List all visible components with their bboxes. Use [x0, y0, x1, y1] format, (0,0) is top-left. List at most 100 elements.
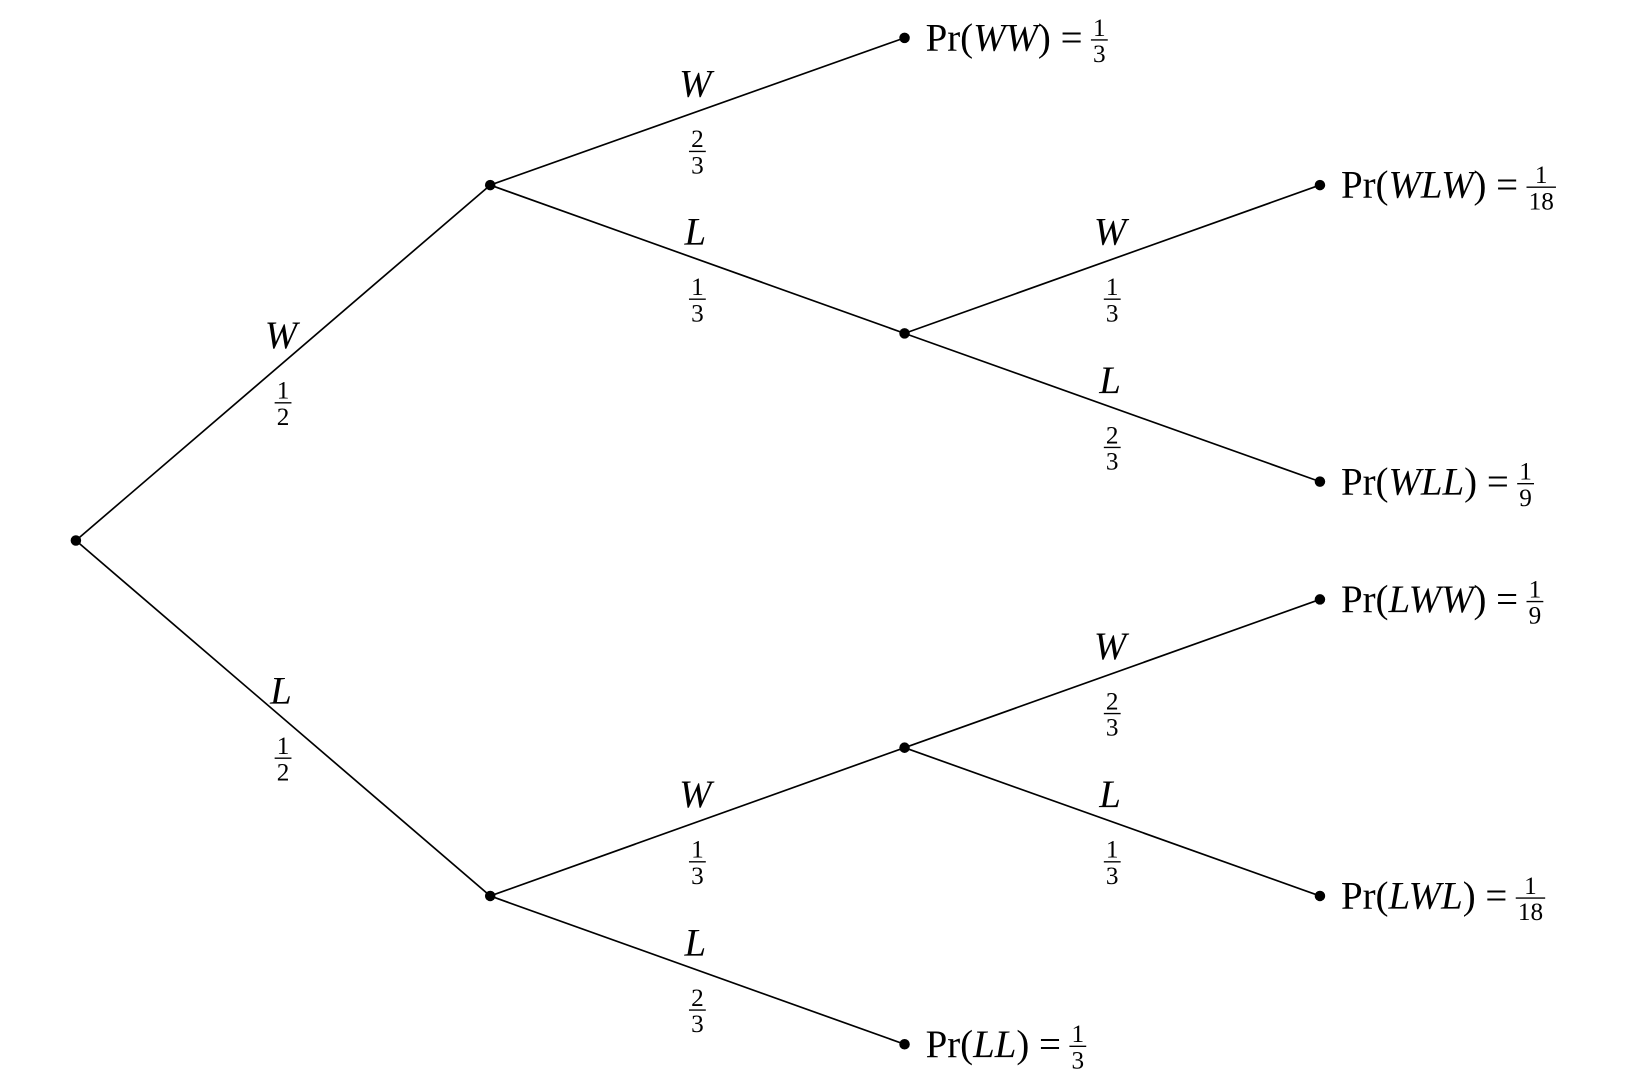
- edge-outcome-label: W: [679, 63, 715, 106]
- edge-root-W: [75, 184, 491, 542]
- edge-outcome-label: L: [269, 670, 292, 713]
- edge-root-L: [75, 539, 491, 897]
- outcome-sequence: LWL: [1387, 875, 1462, 918]
- outcome-sequence: WLW: [1388, 164, 1477, 207]
- edge-outcome-label: L: [1098, 359, 1121, 402]
- outcome-prefix: Pr(: [1341, 164, 1389, 207]
- fraction-numerator: 1: [1529, 576, 1542, 603]
- edge-L-LL: [489, 895, 905, 1046]
- node-LW: [899, 742, 910, 753]
- edge-outcome-label: W: [679, 773, 715, 816]
- fraction-denominator: 3: [691, 1011, 704, 1038]
- tree-edges: [75, 37, 1321, 1046]
- outcome-LWL: Pr(LWL) =: [1341, 875, 1507, 918]
- node-LWL: [1314, 890, 1326, 902]
- node-WLL: [1314, 476, 1326, 487]
- outcome-sequence: LL: [972, 1023, 1016, 1066]
- outcome-WW: Pr(WW) =: [926, 16, 1083, 59]
- edge-probability: 12: [274, 733, 292, 786]
- edge-outcome-label: W: [265, 314, 301, 357]
- fraction-numerator: 1: [1535, 162, 1548, 189]
- outcome-suffix: ) =: [1473, 578, 1518, 621]
- edge-probability: 23: [1103, 422, 1121, 476]
- fraction-denominator: 3: [691, 863, 704, 890]
- outcome-prefix: Pr(: [926, 16, 974, 59]
- fraction-denominator: 3: [1072, 1047, 1085, 1074]
- edge-probability: 23: [688, 985, 706, 1038]
- tree-nodes: [70, 32, 1326, 1050]
- fraction-numerator: 2: [691, 126, 704, 153]
- edge-outcome-label: L: [1098, 773, 1121, 816]
- node-WW: [899, 32, 910, 44]
- edge-WL-WLL: [904, 332, 1321, 483]
- outcome-probability: 118: [1515, 873, 1546, 926]
- fraction-numerator: 1: [1519, 459, 1532, 486]
- outcome-suffix: ) =: [1463, 875, 1508, 918]
- fraction-numerator: 2: [691, 985, 704, 1012]
- fraction-numerator: 1: [277, 733, 290, 760]
- fraction-denominator: 3: [1106, 449, 1119, 476]
- outcome-probability: 19: [1526, 576, 1544, 630]
- node-L: [484, 890, 496, 902]
- outcome-suffix: ) =: [1038, 16, 1083, 59]
- fraction-denominator: 3: [1106, 300, 1119, 327]
- fraction-denominator: 3: [691, 153, 704, 180]
- edge-probability: 13: [1103, 837, 1121, 890]
- outcome-prefix: Pr(: [1341, 460, 1389, 503]
- fraction-numerator: 1: [691, 274, 704, 301]
- outcome-WLW: Pr(WLW) =: [1341, 164, 1518, 207]
- outcome-suffix: ) =: [1016, 1023, 1061, 1066]
- edge-W-WL: [489, 184, 905, 335]
- outcome-LL: Pr(LL) =: [926, 1023, 1061, 1066]
- edge-L-LW: [489, 746, 905, 897]
- outcome-sequence: LWW: [1387, 578, 1477, 621]
- fraction-denominator: 2: [277, 759, 290, 786]
- edge-probability: 13: [1103, 274, 1121, 327]
- edge-WL-WLW: [904, 184, 1321, 335]
- fraction-numerator: 1: [277, 378, 290, 405]
- outcome-WLL: Pr(WLL) =: [1341, 460, 1509, 503]
- fraction-numerator: 1: [1524, 873, 1537, 900]
- fraction-denominator: 9: [1519, 485, 1532, 512]
- node-root: [70, 535, 82, 546]
- edge-LW-LWW: [904, 598, 1321, 749]
- edge-probability: 12: [274, 378, 292, 431]
- fraction-denominator: 3: [691, 300, 704, 327]
- node-LWW: [1314, 594, 1326, 605]
- outcome-LWW: Pr(LWW) =: [1341, 578, 1518, 621]
- fraction-denominator: 9: [1529, 603, 1542, 630]
- fraction-numerator: 1: [1106, 274, 1119, 301]
- fraction-denominator: 18: [1529, 188, 1554, 215]
- fraction-denominator: 3: [1106, 715, 1119, 742]
- edge-outcome-label: W: [1094, 625, 1130, 668]
- outcome-probability: 13: [1090, 15, 1108, 68]
- edge-LW-LWL: [904, 746, 1321, 897]
- fraction-numerator: 1: [691, 837, 704, 864]
- edge-outcome-label: W: [1094, 210, 1130, 253]
- edge-probability: 13: [688, 837, 706, 890]
- edge-outcome-label: L: [683, 210, 706, 253]
- outcome-probability: 13: [1069, 1021, 1087, 1074]
- fraction-denominator: 3: [1106, 863, 1119, 890]
- fraction-denominator: 18: [1518, 899, 1543, 926]
- outcome-probability: 19: [1517, 459, 1535, 512]
- outcome-suffix: ) =: [1464, 460, 1509, 503]
- fraction-numerator: 1: [1072, 1021, 1085, 1048]
- fraction-numerator: 2: [1106, 422, 1119, 449]
- outcome-prefix: Pr(: [1341, 578, 1389, 621]
- node-WLW: [1314, 179, 1326, 191]
- node-WL: [899, 328, 910, 339]
- outcome-prefix: Pr(: [1341, 875, 1389, 918]
- fraction-numerator: 1: [1093, 15, 1106, 42]
- edge-W-WW: [489, 37, 905, 186]
- outcome-suffix: ) =: [1473, 164, 1518, 207]
- node-W: [484, 179, 496, 191]
- outcome-sequence: WW: [973, 16, 1041, 59]
- outcome-sequence: WLL: [1388, 460, 1464, 503]
- outcome-prefix: Pr(: [926, 1023, 974, 1066]
- edge-probability: 23: [688, 126, 706, 180]
- node-LL: [899, 1038, 910, 1050]
